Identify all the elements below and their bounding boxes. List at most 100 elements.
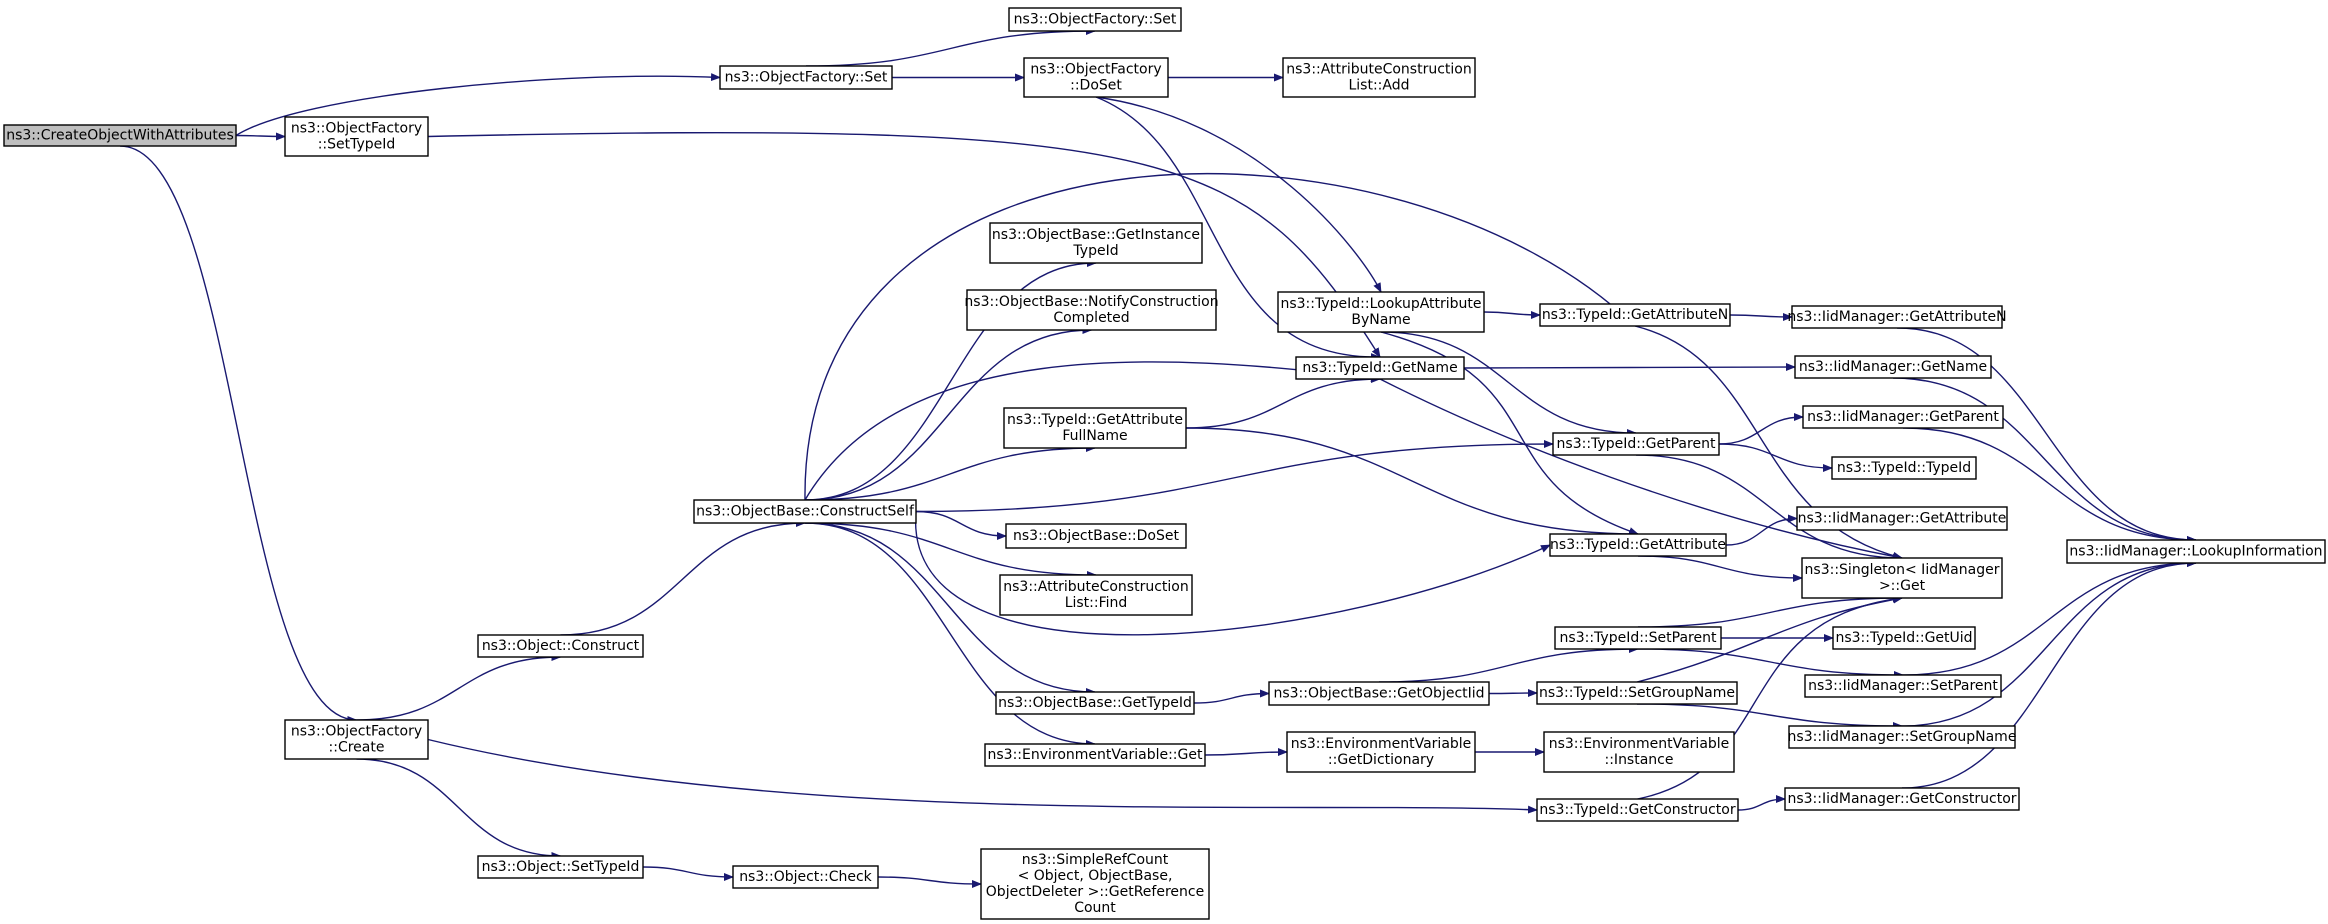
node-box [999,574,1193,616]
call-edge-tidGetAttrFull-to-tidGetName [1185,375,1381,429]
edge-arrow [642,866,734,881]
call-edge-obConstructSelf-to-tidGetAttrN [804,172,1636,501]
graph-node-objCheck[interactable]: ns3::Object::Check [732,865,879,889]
call-edge-createObj-to-ofSetMid [235,73,721,137]
edge-arrow [1380,331,1637,437]
graph-node-tidTypeId[interactable]: ns3::TypeId::TypeId [1831,456,1977,480]
call-edge-tidGetParent-to-singletonGet [1635,454,1903,562]
call-edge-ofDoSet-to-tidLookup [1095,96,1382,293]
graph-node-tidGetParent[interactable]: ns3::TypeId::GetParent [1552,432,1720,456]
graph-node-obDoSet[interactable]: ns3::ObjectBase::DoSet [1005,523,1187,549]
node-box [1552,432,1720,456]
call-edge-createObj-to-ofSetTypeId [235,132,286,141]
call-edge-tidGetParent-to-iidGetParent [1718,413,1804,445]
graph-node-envGetDict[interactable]: ns3::EnvironmentVariable::GetDictionary [1286,731,1476,773]
node-box [1832,626,1976,650]
graph-node-iidGetAttrN[interactable]: ns3::IidManager::GetAttributeN [1787,305,2007,329]
node-label: ns3::ObjectBase::GetTypeId [998,695,1192,711]
graph-node-tidGetName[interactable]: ns3::TypeId::GetName [1295,356,1465,380]
edge-arrow [1185,375,1381,429]
node-box [1023,57,1169,98]
node-label: ns3::TypeId::SetGroupName [1539,685,1735,701]
node-box [995,691,1195,715]
graph-node-tidGetCtor[interactable]: ns3::TypeId::GetConstructor [1536,798,1739,822]
edge-arrow [804,444,1096,501]
graph-node-iidSetParent[interactable]: ns3::IidManager::SetParent [1804,674,2002,698]
call-edge-tidGetCtor-to-iidGetCtor [1737,795,1786,811]
call-edge-tidGetAttr-to-singletonGet [1637,555,1803,582]
graph-node-tidGetAttr[interactable]: ns3::TypeId::GetAttribute [1549,533,1727,557]
graph-node-ofCreate[interactable]: ns3::ObjectFactory::Create [284,719,429,760]
node-box [1801,557,2003,599]
edge-arrow [1380,331,1639,535]
node-label: ns3::ObjectFactory [291,724,422,740]
edge-arrow [804,172,1636,501]
graph-node-tidGetAttrN[interactable]: ns3::TypeId::GetAttributeN [1539,303,1731,327]
edge-arrow [1634,325,1903,560]
graph-node-objConstruct[interactable]: ns3::Object::Construct [477,634,644,658]
node-label: ns3::IidManager::SetGroupName [1788,729,2017,745]
node-label: ByName [1351,312,1410,328]
edge-arrow [235,132,286,141]
graph-node-iidGetCtor[interactable]: ns3::IidManager::GetConstructor [1784,787,2020,811]
node-label: ns3::IidManager::GetParent [1807,409,1999,425]
graph-node-ofDoSet[interactable]: ns3::ObjectFactory::DoSet [1023,57,1169,98]
node-label: >::Get [1879,578,1926,594]
graph-node-obNotify[interactable]: ns3::ObjectBase::NotifyConstructionCompl… [964,289,1219,331]
graph-node-createObj[interactable]: ns3::CreateObjectWithAttributes [3,124,237,147]
node-box [1796,506,2008,531]
graph-node-obGetTypeId[interactable]: ns3::ObjectBase::GetTypeId [995,691,1195,715]
edge-arrow [1635,454,1903,562]
edge-arrow [915,440,1554,513]
graph-node-tidSetGroup[interactable]: ns3::TypeId::SetGroupName [1536,681,1738,705]
graph-node-obGetObjectIid[interactable]: ns3::ObjectBase::GetObjectIid [1268,681,1490,706]
graph-node-tidGetUid[interactable]: ns3::TypeId::GetUid [1832,626,1976,650]
graph-node-ofSetMid[interactable]: ns3::ObjectFactory::Set [719,65,893,90]
graph-node-iidSetGroup[interactable]: ns3::IidManager::SetGroupName [1788,725,2017,749]
graph-node-iidGetParent[interactable]: ns3::IidManager::GetParent [1802,405,2004,429]
edge-arrow [235,73,721,137]
call-edge-tidGetAttr-to-iidGetAttr [1725,514,1798,546]
node-box [1804,674,2002,698]
graph-node-envGet[interactable]: ns3::EnvironmentVariable::Get [984,743,1206,767]
node-box [284,116,429,157]
node-box [2066,539,2326,564]
node-label: ns3::TypeId::SetParent [1560,630,1717,646]
graph-node-ofSetTop[interactable]: ns3::ObjectFactory::Set [1008,7,1182,32]
graph-node-objSetTypeId[interactable]: ns3::Object::SetTypeId [477,855,644,879]
node-label: ns3::IidManager::GetAttributeN [1787,309,2006,325]
node-label: ns3::ObjectFactory [1030,62,1161,78]
graph-node-simpleRef[interactable]: ns3::SimpleRefCount< Object, ObjectBase,… [980,848,1210,920]
node-box [732,865,879,889]
call-edge-obConstructSelf-to-tidGetParent [915,440,1554,513]
call-edge-iidSetParent-to-iidLookup [1902,559,2197,676]
graph-node-iidGetAttr[interactable]: ns3::IidManager::GetAttribute [1796,506,2008,531]
node-box [284,719,429,760]
node-label: FullName [1062,428,1127,444]
graph-node-envInstance[interactable]: ns3::EnvironmentVariable::Instance [1543,731,1735,773]
node-label: ns3::TypeId::TypeId [1837,460,1971,476]
node-label: ::Create [329,740,385,756]
edge-arrow [804,522,1096,696]
node-box [1543,731,1735,773]
call-edge-tidSetGroup-to-iidSetGroup [1636,703,1903,730]
graph-node-tidSetParent[interactable]: ns3::TypeId::SetParent [1554,626,1722,650]
node-label: ns3::IidManager::LookupInformation [2069,544,2322,560]
edge-arrow [1095,96,1382,293]
edge-arrow [1901,559,2197,789]
graph-node-iidGetName[interactable]: ns3::IidManager::GetName [1794,355,1992,379]
graph-node-singletonGet[interactable]: ns3::Singleton< IidManager>::Get [1801,557,2003,599]
node-label: ns3::ObjectBase::NotifyConstruction [964,294,1218,310]
graph-node-obConstructSelf[interactable]: ns3::ObjectBase::ConstructSelf [693,499,917,524]
edge-arrow [1737,795,1786,811]
graph-node-iidLookup[interactable]: ns3::IidManager::LookupInformation [2066,539,2326,564]
edge-arrow [1637,648,1904,679]
graph-node-ofSetTypeId[interactable]: ns3::ObjectFactory::SetTypeId [284,116,429,157]
node-label: ns3::EnvironmentVariable [1549,736,1730,752]
